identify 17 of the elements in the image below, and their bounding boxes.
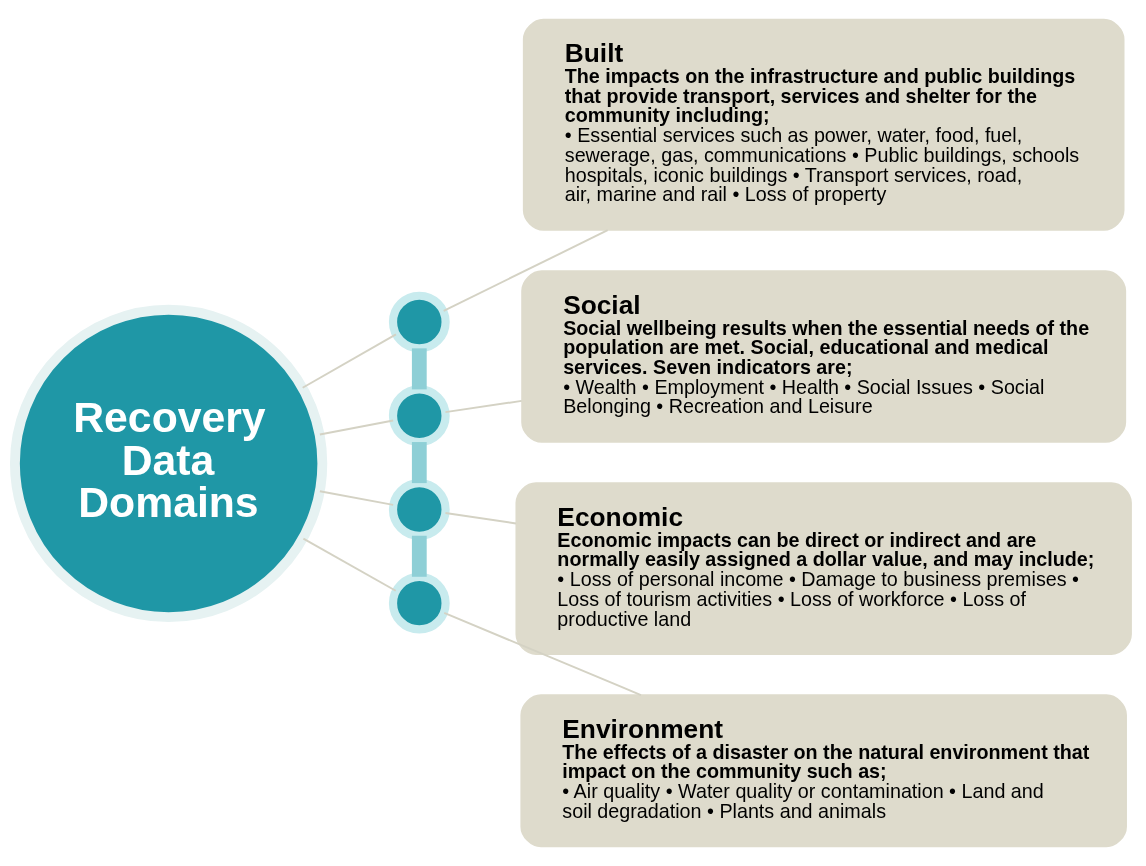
node-circle bbox=[388, 572, 450, 634]
connector bbox=[318, 419, 395, 436]
node-circle bbox=[388, 291, 450, 353]
connector bbox=[444, 512, 517, 525]
node-box: Economic Economic impacts can be direct or indirect and are normally easily assigned a dollar value, and may include; • Loss of personal income • Damage to business premises • Loss of tourism activities • Loss of workforce • Loss of productive land bbox=[515, 482, 1132, 655]
node-circle bbox=[388, 479, 450, 540]
node-box: Built The impacts on the infrastructure and public buildings that provide transport, services and shelter for the community including; • Essential services such as power, water, food, fuel, sewerage, gas, communications • Public buildings, schools hospitals, iconic buildings • Transport services, road, air, marine and rail • Loss of property bbox=[522, 18, 1125, 231]
node-circle bbox=[388, 385, 450, 447]
connector bbox=[443, 611, 642, 697]
connector bbox=[301, 333, 397, 389]
connector bbox=[318, 490, 395, 506]
connector bbox=[442, 229, 609, 312]
connector bbox=[302, 537, 397, 592]
node-box: Social Social wellbeing results when the essential needs of the population are met. Social, educational and medical services. Seven indicators are; • Wealth • Employment • Health • Social Issues • Social Belonging • Recreation and Leisure bbox=[521, 270, 1127, 443]
node-box: Environment The effects of a disaster on the natural environment that impact on the community such as; • Air quality • Water quality or contamination • Land and soil degradation • Plants and animals bbox=[520, 694, 1127, 848]
connector bbox=[444, 399, 523, 414]
node-circle: Recovery Data Domains bbox=[10, 304, 328, 623]
